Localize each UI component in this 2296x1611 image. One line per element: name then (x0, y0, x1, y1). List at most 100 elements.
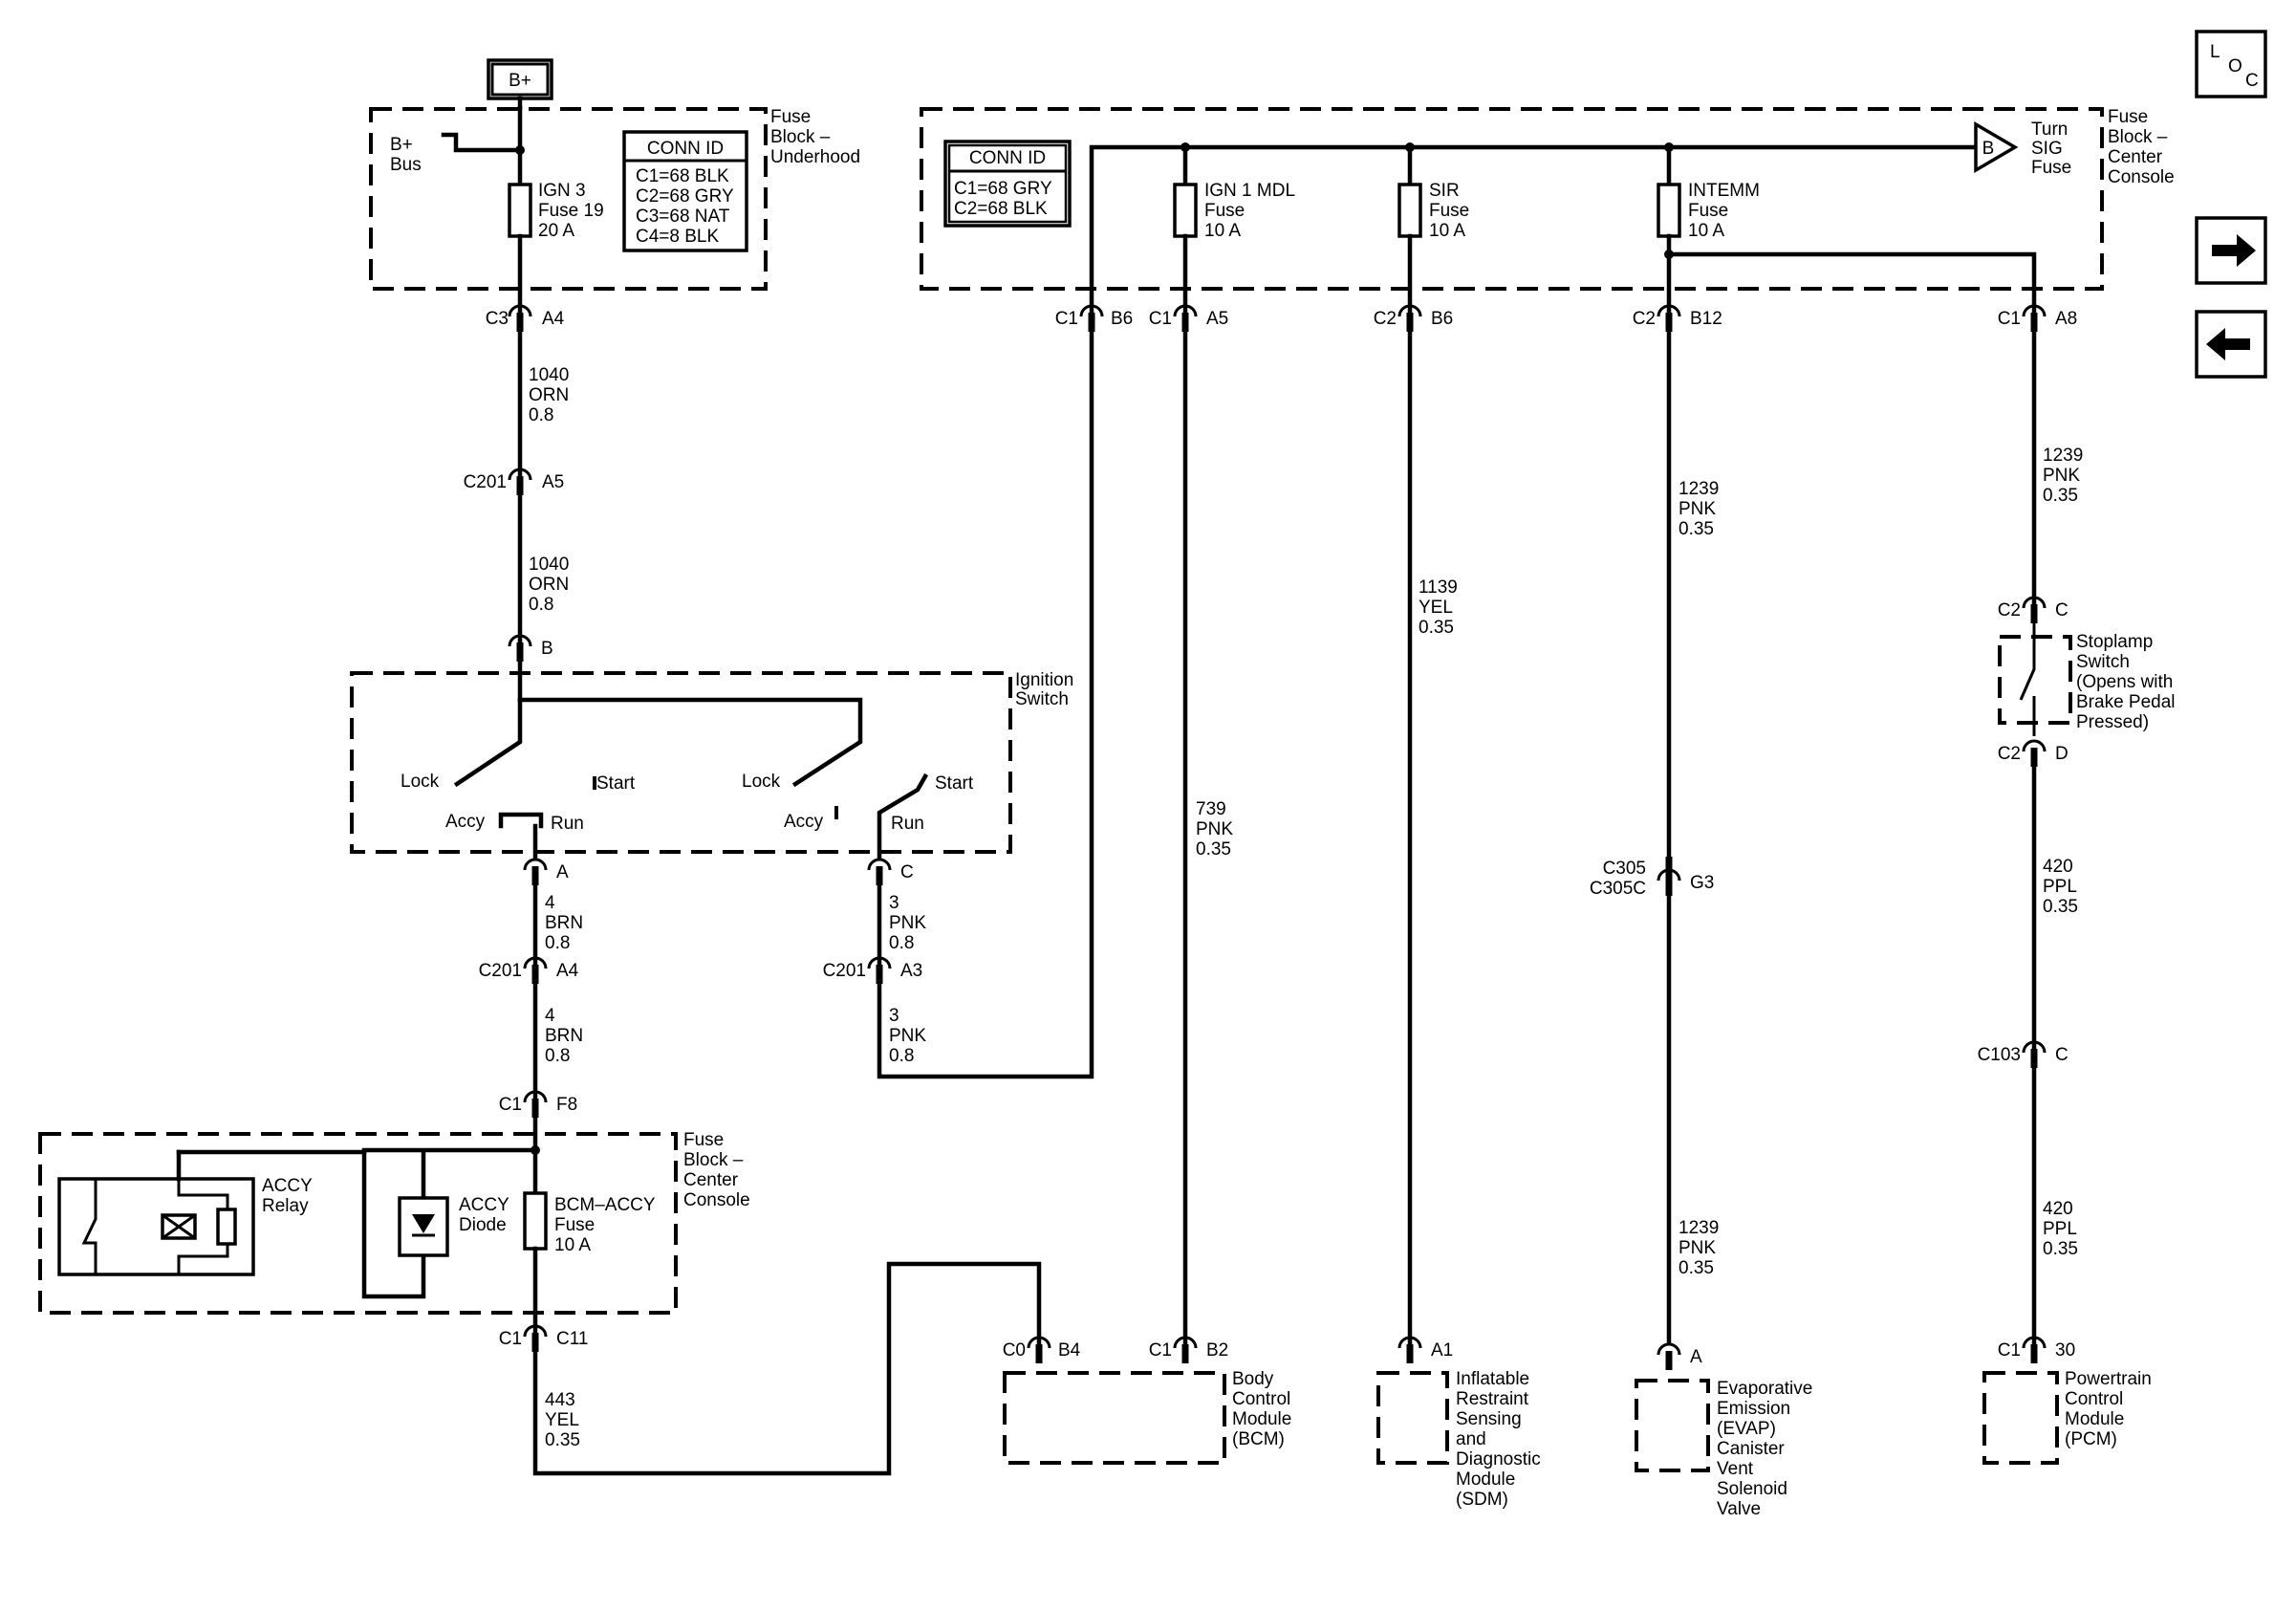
ign3-fuse-label: IGN 3 (538, 181, 586, 201)
wire-label: PNK (1679, 499, 1716, 519)
conn-id-line: C1=68 GRY (954, 179, 1052, 199)
module-sdm-label: Sensing (1456, 1409, 1522, 1429)
ignition-position-lock: Lock (742, 772, 781, 792)
wire-label: 1139 (1419, 577, 1458, 598)
connector-b (508, 634, 532, 647)
conn-id-inner (947, 143, 1068, 224)
fuse-block-center-console-lower (38, 1132, 678, 1315)
module-sdm-label: Module (1456, 1469, 1515, 1490)
connector-c1-b2 (1173, 1336, 1198, 1349)
ign3-fuse-label: Fuse 19 (538, 201, 604, 221)
bus-bar (1089, 144, 1979, 326)
wire-label: 1239 (1679, 1218, 1719, 1238)
connector-label: C1 (1149, 1340, 1172, 1361)
module-evap-label: Canister (1717, 1439, 1785, 1459)
conn-id-title: CONN ID (969, 148, 1046, 168)
turn-sig-label: Fuse (2031, 158, 2071, 178)
module-pcm-label: (PCM) (2065, 1429, 2117, 1449)
fuse-block-underhood-title: Block – (770, 127, 831, 147)
fuse-block-console-title: Console (683, 1190, 750, 1210)
wire-label: 0.35 (1196, 839, 1231, 860)
ignition-switch-title: Ignition (1015, 670, 1073, 690)
connector-c1-a5 (1173, 304, 1198, 317)
intemm-branch (1666, 251, 2037, 314)
connector-label: C2 (1633, 309, 1656, 329)
module-evap (1635, 1379, 1710, 1472)
wire-label: YEL (1419, 598, 1453, 618)
fuse-block-underhood-title: Fuse (770, 107, 811, 127)
relay-contact (81, 1179, 97, 1274)
wire-label: PNK (2043, 466, 2080, 486)
conn-id-console (943, 140, 1072, 228)
loc-letter: L (2210, 42, 2220, 62)
wire-label: 443 (545, 1390, 575, 1410)
relay-resistor-icon (216, 1208, 237, 1246)
conn-id-line: C4=8 BLK (636, 227, 719, 247)
wire-label: PNK (889, 1026, 926, 1046)
wire-label: 1239 (1679, 479, 1719, 499)
conn-id-line: C1=68 BLK (636, 166, 729, 186)
wire-label: 420 (2043, 857, 2073, 877)
module-pcm-label: Control (2065, 1389, 2123, 1409)
conn-id-underhood (622, 130, 748, 252)
ignition-contact-arm (453, 697, 523, 788)
module-bcm (1003, 1371, 1226, 1465)
wire-label: 1040 (529, 365, 569, 385)
module-pcm-label: Powertrain (2065, 1369, 2152, 1389)
wire-label: 1040 (529, 555, 569, 575)
wire-label: 420 (2043, 1199, 2073, 1219)
console-fuse-0 (1173, 183, 1198, 238)
module-bcm-label: Control (1232, 1389, 1290, 1409)
module-evap-label: (EVAP) (1717, 1419, 1776, 1439)
ignition-position-start: Start (596, 773, 636, 794)
ignition-switch (350, 671, 1012, 854)
wire-label: PNK (1196, 819, 1233, 839)
stoplamp-contact (2019, 623, 2036, 701)
connector-c2-b6 (1397, 304, 1422, 317)
connector-c1-f8 (523, 1090, 548, 1103)
connector-label: A5 (542, 472, 564, 492)
connector-label: C1 (499, 1329, 522, 1349)
fuse-block-console-title: Block – (2108, 127, 2168, 147)
arrow-right-icon (2212, 234, 2256, 267)
accy-relay-label: Relay (262, 1196, 309, 1216)
ignition-contact-arm (517, 659, 863, 788)
connector-label: A (556, 862, 569, 882)
run-contact (498, 812, 544, 829)
connector-label: C201 (464, 472, 507, 492)
connector-label: B6 (1431, 309, 1453, 329)
module-bcm-label: Body (1232, 1369, 1274, 1389)
console-fuse-label: Fuse (1204, 201, 1245, 221)
wire-label: 0.35 (545, 1430, 580, 1450)
connector-label: G3 (1690, 873, 1714, 893)
accy-diode-label: ACCY (459, 1195, 509, 1215)
connector-label: C0 (1003, 1340, 1026, 1361)
connector-label: D (2055, 744, 2069, 764)
wire-label: 0.35 (2043, 486, 2078, 506)
connector-c2-d (2022, 739, 2047, 752)
connector-c201-a4 (523, 956, 548, 969)
connector-label: F8 (556, 1095, 577, 1115)
connector-label: C (2055, 600, 2069, 620)
module-sdm-label: Diagnostic (1456, 1449, 1541, 1469)
connector-label: A5 (1206, 309, 1228, 329)
loc-button[interactable] (2195, 30, 2267, 98)
module-evap-label: Emission (1717, 1399, 1790, 1419)
conn-id-title: CONN ID (647, 139, 724, 159)
bus-bar (441, 132, 523, 153)
connector-label: C2 (1374, 309, 1397, 329)
console-fuse-label: INTEMM (1688, 181, 1760, 201)
stoplamp-switch-label: (Opens with (2076, 672, 2173, 692)
bcm-accy-fuse-label: BCM–ACCY (554, 1195, 656, 1215)
connector-label: B (541, 639, 553, 659)
fuse-block-underhood (369, 107, 768, 291)
wire-label: 0.35 (2043, 1239, 2078, 1259)
wire-3-pnk (877, 320, 1094, 1079)
wire-label: 3 (889, 893, 899, 913)
module-evap-label: Vent (1717, 1459, 1754, 1479)
accy-relay-label: ACCY (262, 1176, 313, 1196)
console-fuse-label: SIR (1429, 181, 1460, 201)
connector-label: C305 (1603, 859, 1646, 879)
ign3-fuse (508, 183, 532, 238)
connector-c103-c (2022, 1040, 2047, 1054)
